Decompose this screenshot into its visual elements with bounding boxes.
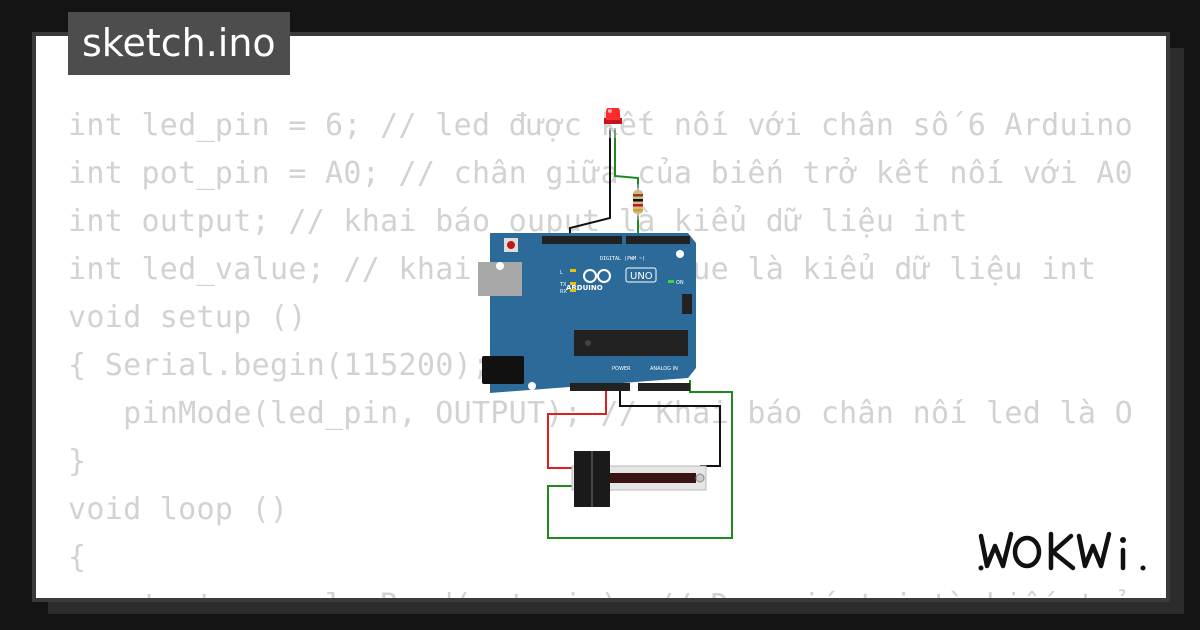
code-line: pinMode(led_pin, OUTPUT); // Khai báo ch… <box>68 396 1134 431</box>
arduino-uno-board[interactable]: DIGITAL (PWM ~) ARDUINO UNO L TX RX ON P… <box>478 233 696 393</box>
model-label: UNO <box>630 271 653 282</box>
code-line: void loop () <box>68 492 289 527</box>
code-line: { <box>68 540 87 575</box>
tx-label: TX <box>559 282 567 288</box>
rx-label: RX <box>560 289 567 295</box>
code-preview: int led_pin = 6; // led được kết nối với… <box>68 102 1134 598</box>
wire-gnd-to-pot <box>619 380 721 467</box>
file-name-tab[interactable]: sketch.ino <box>68 12 290 75</box>
code-line: int pot_pin = A0; // chân giữa của biến … <box>68 156 1133 191</box>
wire-a0-to-pot <box>547 380 733 539</box>
analog-header <box>638 383 690 391</box>
arduino-logo-icon <box>583 269 611 283</box>
wire-5v-to-pot <box>547 380 607 469</box>
resistor[interactable] <box>633 184 643 220</box>
code-line: output = analogRead(pot_pin); // Đọc giá… <box>68 582 1134 598</box>
code-line: int led_pin = 6; // led được kết nối với… <box>68 108 1133 143</box>
brand-label: ARDUINO <box>566 284 603 292</box>
digital-label: DIGITAL (PWM ~) <box>600 256 645 262</box>
wire-led-to-pin6 <box>569 130 611 236</box>
circuit-diagram: DIGITAL (PWM ~) ARDUINO UNO L TX RX ON P… <box>478 108 733 539</box>
power-jack <box>482 356 524 384</box>
slide-potentiometer[interactable] <box>571 451 707 507</box>
led[interactable] <box>604 108 622 138</box>
icsp-header <box>682 294 692 314</box>
l-label: L <box>560 270 563 276</box>
code-line: { Serial.begin(115200); <box>68 348 491 383</box>
power-header <box>570 383 630 391</box>
on-label: ON <box>676 280 684 286</box>
power-label: POWER <box>612 366 631 372</box>
microcontroller-chip <box>574 330 688 356</box>
analog-label: ANALOG IN <box>650 366 678 372</box>
code-line: void setup () <box>68 300 307 335</box>
code-line: } <box>68 444 87 479</box>
digital-header-right <box>626 236 690 244</box>
wire-led-to-resistor <box>614 130 639 188</box>
wokwi-logo <box>978 531 1146 571</box>
digital-header-left <box>542 236 622 244</box>
